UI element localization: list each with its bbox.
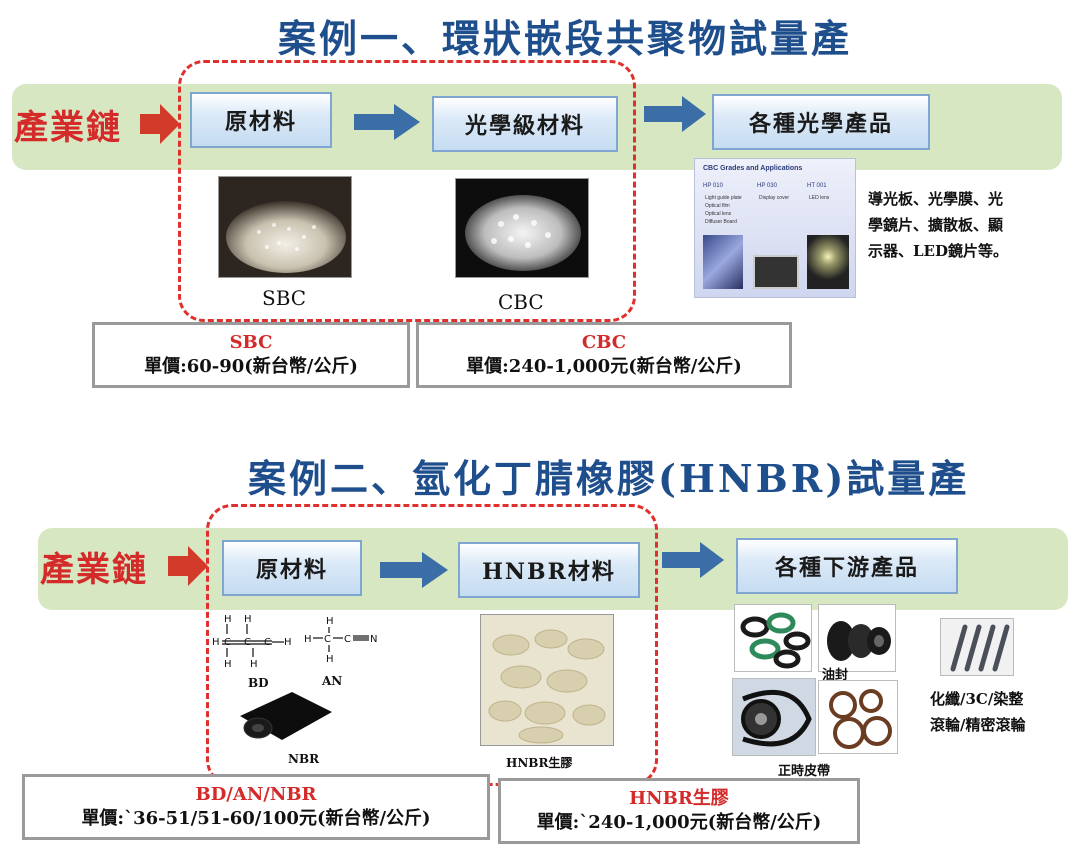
case1-raw-material-box: 原材料	[190, 92, 332, 148]
nbr-rubber-sheet-image	[240, 692, 332, 740]
price-hnbr-name: HNBR生膠	[629, 788, 729, 809]
inset-title: CBC Grades and Applications	[703, 165, 803, 172]
case1-chain-label: 產業鏈	[14, 108, 122, 148]
nbr-label: NBR	[288, 752, 320, 766]
rollers-image	[940, 618, 1014, 676]
case2-chain-label: 產業鏈	[40, 550, 148, 590]
svg-text:C: C	[324, 634, 331, 645]
svg-text:H: H	[304, 634, 312, 645]
inset-col-1: HP 010	[703, 183, 723, 189]
case2-chain-arrow-icon	[168, 546, 208, 586]
price-cbc-name: CBC	[581, 332, 627, 353]
case2-hnbr-material-box: HNBR材料	[458, 542, 640, 598]
inset-photo-film	[703, 235, 743, 289]
hnbr-gum-image	[480, 614, 614, 746]
svg-text:H: H	[224, 614, 232, 625]
price-raw-name: BD/AN/NBR	[195, 784, 317, 805]
case2-raw-material-box: 原材料	[222, 540, 362, 596]
inset-photo-lens	[807, 235, 849, 289]
svg-text:C: C	[264, 637, 271, 648]
price-cbc-value: 單價:240-1,000元(新台幣/公斤)	[466, 356, 742, 377]
price-hnbr-value: 單價:`240-1,000元(新台幣/公斤)	[536, 812, 822, 833]
price-raw-value: 單價:`36-51/51-60/100元(新台幣/公斤)	[81, 808, 431, 829]
svg-text:H: H	[244, 614, 252, 625]
case1-chain-arrow-icon	[140, 104, 180, 144]
inset-item: LED lens	[809, 195, 830, 201]
brown-seals-image	[818, 680, 898, 754]
svg-text:H: H	[224, 659, 232, 668]
timing-belt-label: 正時皮帶	[778, 764, 831, 779]
inset-photo-display	[753, 255, 799, 289]
case2-title: 案例二、氫化丁腈橡膠(HNBR)試量產	[248, 456, 970, 501]
cbc-grades-inset: CBC Grades and Applications HP 010 HP 03…	[694, 158, 856, 298]
case2-arrow-icon-2	[662, 542, 724, 578]
case1-optical-products-box: 各種光學產品	[712, 94, 930, 150]
rubber-boot-image	[818, 604, 896, 672]
inset-item: Optical film	[705, 203, 730, 209]
inset-item: Optical lens	[705, 211, 732, 217]
oil-seal-label: 油封	[822, 668, 849, 683]
sbc-caption: SBC	[262, 286, 307, 310]
case1-dashed-frame	[178, 60, 636, 322]
bd-structure-diagram: H H H H H H C C C	[212, 614, 292, 668]
svg-text:H: H	[284, 637, 292, 648]
o-rings-image	[734, 604, 812, 672]
price-sbc-value: 單價:60-90(新台幣/公斤)	[144, 356, 358, 377]
an-label: AN	[322, 674, 343, 688]
case1-title: 案例一、環狀嵌段共聚物試量產	[278, 16, 853, 61]
price-box-sbc: SBC 單價:60-90(新台幣/公斤)	[92, 322, 410, 388]
case1-optical-material-box: 光學級材料	[432, 96, 618, 152]
bd-label: BD	[248, 676, 269, 690]
svg-text:C: C	[224, 637, 231, 648]
sbc-pellets-image	[218, 176, 352, 278]
case1-arrow-icon	[354, 104, 420, 140]
price-box-cbc: CBC 單價:240-1,000元(新台幣/公斤)	[416, 322, 792, 388]
inset-col-2: HP 030	[757, 183, 777, 189]
price-sbc-name: SBC	[229, 332, 273, 353]
case2-arrow-icon	[380, 552, 448, 588]
svg-text:H: H	[250, 659, 258, 668]
cbc-pellets-image	[455, 178, 589, 278]
case2-downstream-products-box: 各種下游產品	[736, 538, 958, 594]
svg-text:H: H	[212, 637, 220, 648]
inset-item: Display cover	[759, 195, 790, 201]
hnbr-gum-caption: HNBR生膠	[506, 756, 573, 770]
timing-belt-image	[732, 678, 816, 756]
cbc-caption: CBC	[498, 290, 544, 314]
inset-item: Light guide plate	[705, 195, 742, 201]
svg-text:C: C	[344, 634, 351, 645]
price-box-raw-materials: BD/AN/NBR 單價:`36-51/51-60/100元(新台幣/公斤)	[22, 774, 490, 840]
optical-products-description: 導光板、光學膜、光學鏡片、擴散板、顯示器、LED鏡片等。	[868, 190, 1008, 260]
svg-text:H: H	[326, 616, 334, 627]
rollers-description-line1: 化纖/3C/染整	[930, 690, 1024, 708]
inset-col-3: HT 001	[807, 183, 827, 189]
inset-item: Diffuser Board	[705, 219, 737, 225]
rollers-description-line2: 滾輪/精密滾輪	[930, 716, 1026, 734]
svg-text:H: H	[326, 654, 334, 665]
case1-arrow-icon-2	[644, 96, 706, 132]
svg-text:N: N	[370, 634, 377, 645]
svg-text:C: C	[244, 637, 251, 648]
price-box-hnbr: HNBR生膠 單價:`240-1,000元(新台幣/公斤)	[498, 778, 860, 844]
